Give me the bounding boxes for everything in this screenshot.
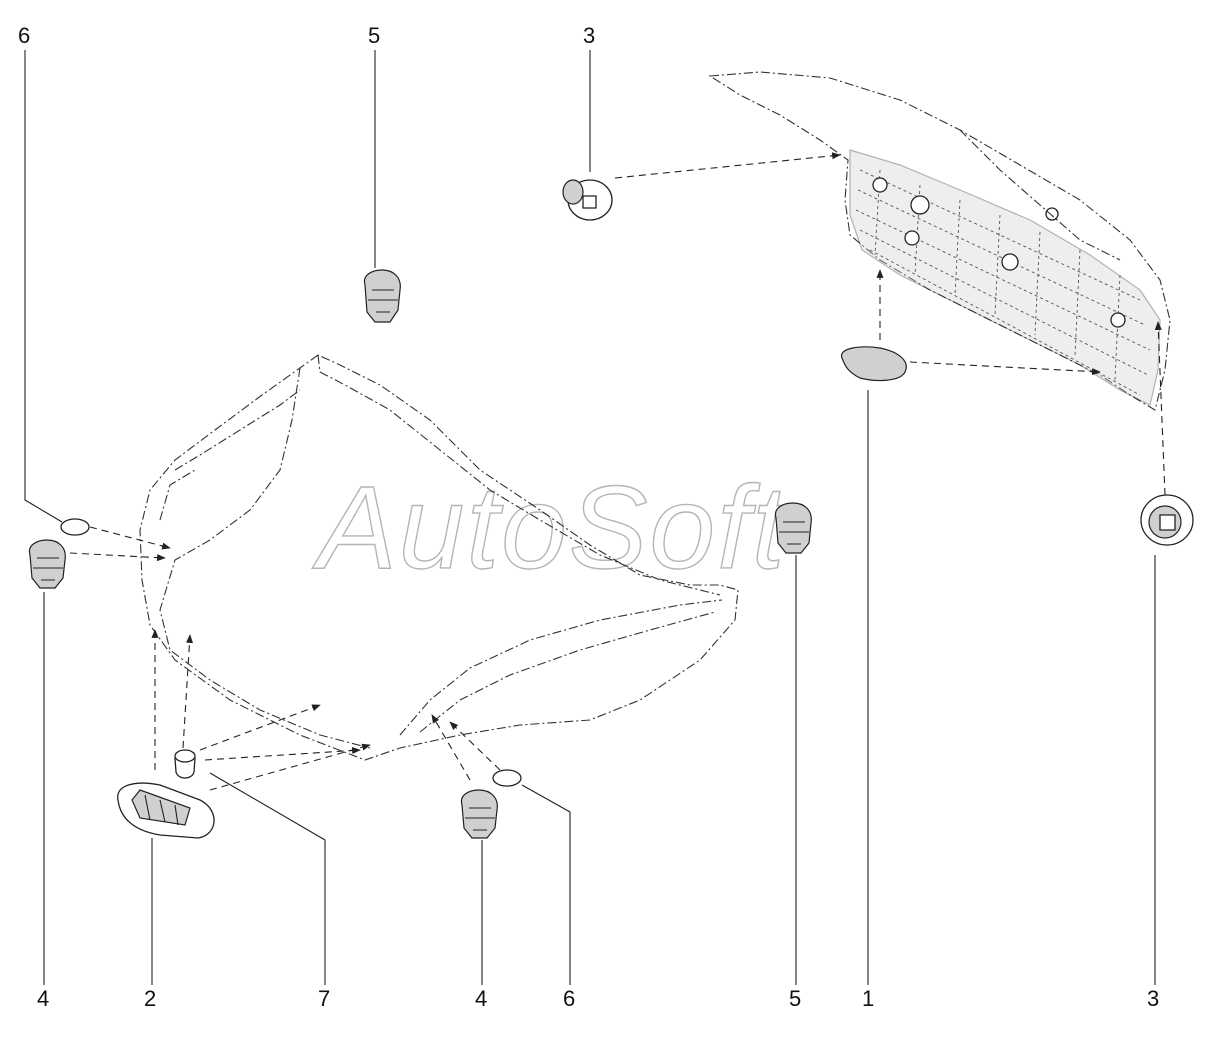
plug-3-right <box>1140 494 1194 546</box>
callout-1: 1 <box>862 986 874 1011</box>
leader-lines <box>24 50 1156 985</box>
callout-3-right: 3 <box>1147 986 1159 1011</box>
bumper-1 <box>841 346 907 382</box>
callout-7: 7 <box>318 986 330 1011</box>
callout-6-top: 6 <box>18 23 30 48</box>
plug-7 <box>174 749 196 779</box>
latch-pad-2 <box>117 782 215 839</box>
plug-3-top <box>562 179 613 221</box>
callout-5-bottom: 5 <box>789 986 801 1011</box>
assembly-arrows <box>69 152 1166 791</box>
callout-5-top: 5 <box>368 23 380 48</box>
clip-5-top <box>363 269 401 323</box>
watermark: AutoSoft <box>312 462 789 594</box>
callout-labels: 6 5 3 4 2 7 4 6 5 1 3 <box>18 23 1159 1011</box>
clip-4-bottom <box>460 789 498 839</box>
hood-insulation-panel <box>139 354 739 761</box>
washer-6-bottom <box>492 769 522 787</box>
callout-4-bottom: 4 <box>475 986 487 1011</box>
washer-6-left <box>60 518 90 536</box>
hood-inner-panel <box>708 71 1171 411</box>
callout-2: 2 <box>144 986 156 1011</box>
clip-4-left <box>28 539 66 589</box>
callout-3-top: 3 <box>583 23 595 48</box>
callout-4-left: 4 <box>37 986 49 1011</box>
callout-6-bottom: 6 <box>563 986 575 1011</box>
clip-5-middle <box>774 502 812 554</box>
